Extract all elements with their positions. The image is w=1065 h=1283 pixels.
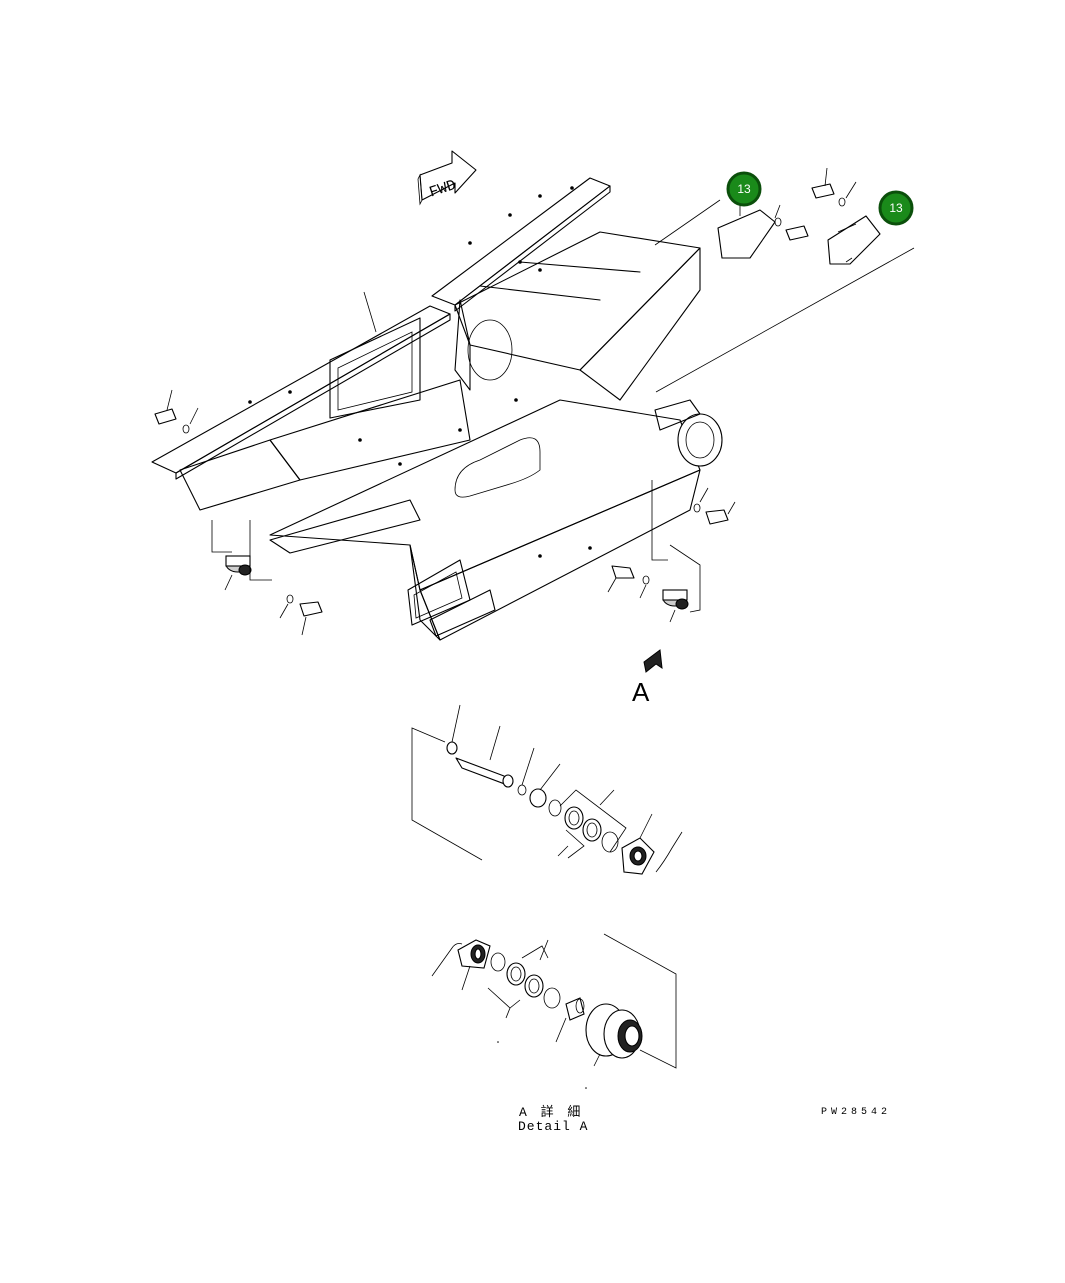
view-a-arrow: A [632,649,663,707]
carrier-roller-left [211,520,272,591]
drawing-code: PW28542 [821,1107,892,1118]
cover-plate-right [655,167,915,393]
bolt-rear-lower [279,594,323,636]
view-a-label: A [632,677,650,707]
callout-1[interactable]: 13 [726,171,762,207]
roller-explode-upper [411,704,683,875]
callout-2[interactable]: 13 [878,190,914,226]
detail-caption-en: Detail A [518,1119,589,1134]
bolt-center-lower [607,565,650,599]
svg-text:13: 13 [737,182,751,196]
fwd-arrow: FWD [417,150,477,206]
bolt-upper-left [154,389,199,434]
roller-explode-lower [431,933,677,1069]
bolt-front-right [693,487,736,525]
fwd-label: FWD [427,177,458,202]
cover-plate-left [654,196,809,259]
svg-text:13: 13 [889,201,903,215]
track-frame [151,177,723,641]
detail-caption-jp: A 詳 細 [519,1105,584,1120]
carrier-roller-right [651,480,701,623]
frame-bolts [248,186,592,558]
